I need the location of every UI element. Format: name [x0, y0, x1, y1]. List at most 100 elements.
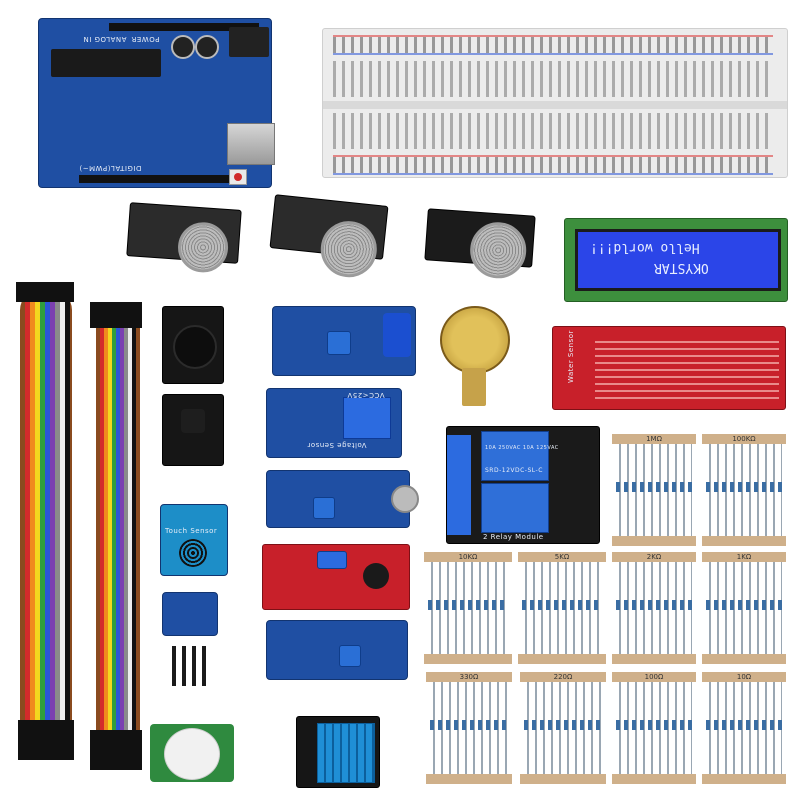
resistor-pack-10k: 10KΩ	[424, 552, 512, 664]
resistor-1m-tape-bottom	[612, 536, 696, 546]
resistor-2k-label: 2KΩ	[612, 552, 696, 562]
ir-receiver	[181, 409, 205, 433]
resistor-100k-bodies	[706, 482, 782, 492]
relay-1	[481, 431, 549, 481]
resistor-5k-bodies	[522, 600, 602, 610]
lcd-1602-module: Hello world!!! OKYSTAR	[564, 218, 788, 302]
lcd-screen: Hello world!!! OKYSTAR	[575, 229, 781, 291]
ir-sensor-module	[162, 394, 224, 466]
touch-sensor-label: Touch Sensor	[165, 527, 218, 535]
gas-sensor-3	[424, 208, 536, 281]
dht11-module	[296, 716, 380, 788]
resistor-100-tape-bottom	[612, 774, 696, 784]
resistor-pack-10: 10Ω	[702, 672, 786, 784]
touch-sensor-module: Touch Sensor	[160, 504, 228, 576]
breadboard	[322, 28, 788, 178]
relay-2	[481, 483, 549, 533]
lcd-line-1: Hello world!!!	[590, 240, 700, 255]
jumper-wires-right	[96, 310, 140, 740]
resistor-220-label: 220Ω	[520, 672, 606, 682]
power-rail-top	[333, 35, 773, 55]
voltage-sensor-module: Voltage Sensor VCC<25V	[266, 388, 402, 458]
voltage-rating-label: VCC<25V	[347, 391, 385, 399]
resistor-10k-bodies	[428, 600, 508, 610]
power-rail-bottom	[333, 155, 773, 175]
resistor-5k-label: 5KΩ	[518, 552, 606, 562]
center-channel	[323, 101, 787, 109]
resistor-pack-5k: 5KΩ	[518, 552, 606, 664]
sound-sensor-red-pot	[317, 551, 347, 569]
relay-model-text: SRD-12VDC-SL-C	[485, 467, 543, 474]
arduino-top-header	[109, 23, 259, 31]
touch-pad	[179, 539, 207, 567]
relay-module: SRD-12VDC-SL-C 10A 250VAC 10A 125VAC 2 R…	[446, 426, 600, 544]
dht11-sensor	[317, 723, 375, 783]
atmega-chip	[51, 49, 161, 77]
resistor-10-label: 10Ω	[702, 672, 786, 682]
usb-port	[227, 123, 275, 165]
resistor-220-tape-bottom	[520, 774, 606, 784]
pir-dome	[164, 728, 220, 780]
resistor-pack-100: 100Ω	[612, 672, 696, 784]
gas-sensor-1	[126, 202, 242, 275]
jumper-right-top-connectors	[90, 302, 142, 328]
relay-terminal-blocks	[447, 435, 471, 535]
resistor-10-tape-bottom	[702, 774, 786, 784]
reset-button	[229, 169, 247, 185]
microphone-capsule	[391, 485, 419, 513]
resistor-pack-100k: 100KΩ	[702, 434, 786, 546]
resistor-5k-tape-bottom	[518, 654, 606, 664]
water-sensor: Water Sensor	[552, 326, 786, 410]
resistor-1k-bodies	[706, 600, 782, 610]
buzzer-module	[162, 306, 224, 384]
gas-sensor-2-mesh	[318, 218, 380, 280]
sound-relay-capacitor	[383, 313, 411, 357]
buzzer	[173, 325, 217, 369]
resistor-pack-220: 220Ω	[520, 672, 606, 784]
resistor-10k-tape-bottom	[424, 654, 512, 664]
sound-sensor-red	[262, 544, 410, 610]
photoresistor-pot	[339, 645, 361, 667]
jumper-left-top-connectors	[16, 282, 74, 302]
resistor-100k-label: 100KΩ	[702, 434, 786, 444]
jumper-wires-left	[20, 290, 72, 730]
capacitor-2	[195, 35, 219, 59]
resistor-10k-label: 10KΩ	[424, 552, 512, 562]
gas-sensor-2	[269, 194, 389, 280]
resistor-10-bodies	[706, 720, 782, 730]
resistor-1m-bodies	[616, 482, 692, 492]
resistor-pack-1k: 1KΩ	[702, 552, 786, 664]
arduino-bottom-header	[79, 175, 239, 183]
resistor-330-label: 330Ω	[426, 672, 512, 682]
resistor-330-tape-bottom	[426, 774, 512, 784]
resistor-pack-2k: 2KΩ	[612, 552, 696, 664]
resistor-1k-label: 1KΩ	[702, 552, 786, 562]
power-jack	[229, 27, 269, 57]
sound-relay-module	[272, 306, 416, 376]
microphone-module	[266, 470, 419, 528]
potentiometer	[440, 306, 510, 374]
microphone-pot	[313, 497, 335, 519]
sound-sensor-red-mic	[363, 563, 389, 589]
voltage-sensor-label: Voltage Sensor	[307, 441, 367, 449]
terminal-strip-top	[333, 61, 773, 97]
gas-sensor-3-mesh	[468, 220, 529, 281]
pin-header-strip	[166, 646, 212, 686]
lcd-line-2: OKYSTAR	[654, 260, 709, 275]
arduino-digital-label: DIGITAL(PWM~)	[79, 164, 142, 172]
resistor-100-bodies	[616, 720, 692, 730]
water-sensor-traces	[595, 337, 779, 399]
capacitor-1	[171, 35, 195, 59]
resistor-pack-1m: 1MΩ	[612, 434, 696, 546]
arduino-analog-label: ANALOG IN	[83, 35, 127, 43]
photoresistor-module	[266, 620, 408, 680]
jumper-left-bottom-connectors	[18, 720, 74, 760]
sound-relay-pot	[327, 331, 351, 355]
resistor-2k-tape-bottom	[612, 654, 696, 664]
resistor-220-bodies	[524, 720, 602, 730]
water-sensor-label: Water Sensor	[567, 330, 575, 383]
resistor-2k-bodies	[616, 600, 692, 610]
voltage-terminal-block	[343, 397, 391, 439]
relay-module-label: 2 Relay Module	[483, 533, 544, 541]
jumper-right-bottom-connectors	[90, 730, 142, 770]
